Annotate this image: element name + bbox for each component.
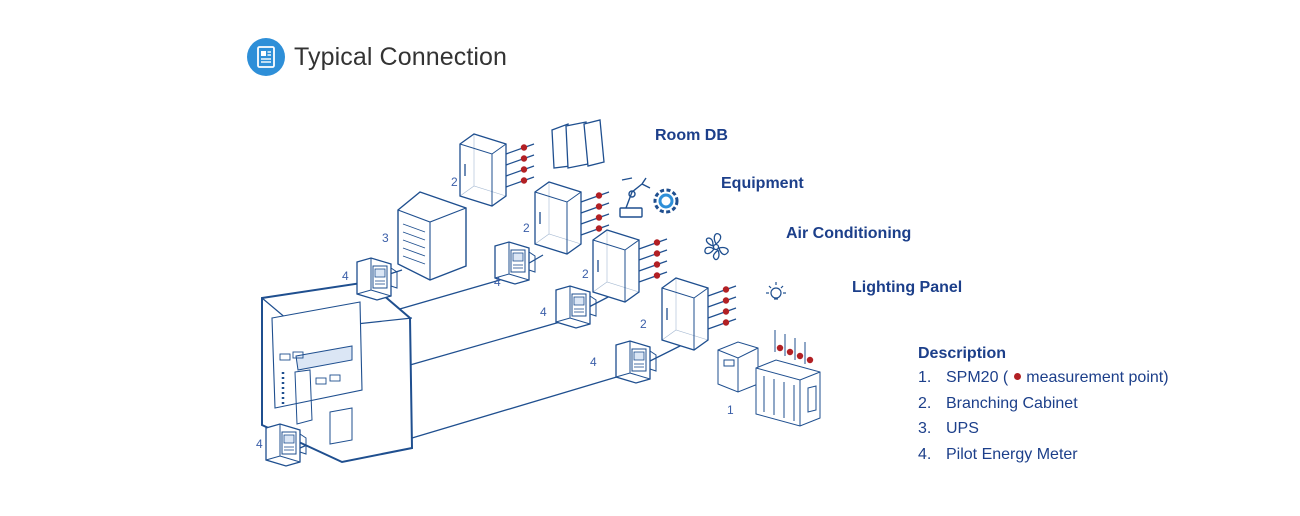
pilot-energy-meter-1 bbox=[356, 257, 398, 301]
description-legend: Description 1. SPM20 ( measurement point)… bbox=[918, 345, 1169, 471]
callout-4-e: 4 bbox=[256, 437, 263, 451]
description-item-text: SPM20 ( measurement point) bbox=[946, 369, 1169, 395]
branching-cabinet-4 bbox=[661, 277, 709, 351]
description-item-text: Branching Cabinet bbox=[946, 394, 1078, 412]
label-equipment: Equipment bbox=[721, 175, 804, 192]
description-item: 1. SPM20 ( measurement point) bbox=[918, 369, 1169, 395]
description-item-prefix: SPM20 ( bbox=[946, 369, 1009, 386]
description-item-number: 2. bbox=[918, 394, 932, 412]
label-air-conditioning: Air Conditioning bbox=[786, 225, 912, 242]
room-db-icon bbox=[551, 119, 605, 169]
callout-2-b: 2 bbox=[523, 221, 530, 235]
description-item-suffix: measurement point) bbox=[1026, 369, 1169, 386]
callout-4-c: 4 bbox=[540, 305, 547, 319]
description-item: 2. Branching Cabinet bbox=[918, 395, 1169, 421]
description-item-text: UPS bbox=[946, 420, 979, 437]
description-item-text: Pilot Energy Meter bbox=[946, 445, 1078, 463]
page-title: Typical Connection bbox=[294, 42, 508, 71]
callout-4-b: 4 bbox=[494, 275, 501, 289]
branching-cabinet-2 bbox=[534, 181, 582, 255]
ups-unit bbox=[397, 191, 467, 281]
description-item-number: 3. bbox=[918, 420, 932, 437]
label-room-db: Room DB bbox=[655, 127, 728, 144]
measurement-points-equipment bbox=[580, 191, 610, 236]
document-icon bbox=[247, 38, 285, 76]
callout-2-d: 2 bbox=[640, 317, 647, 331]
measurement-points-room-db bbox=[505, 143, 535, 188]
lightbulb-icon bbox=[766, 282, 786, 300]
description-item: 4. Pilot Energy Meter bbox=[918, 446, 1169, 472]
pilot-energy-meter-4 bbox=[615, 340, 657, 384]
section-header: Typical Connection bbox=[247, 38, 507, 76]
pilot-energy-meter-5 bbox=[265, 423, 307, 467]
branching-cabinet-3 bbox=[592, 229, 640, 303]
description-item-number: 4. bbox=[918, 445, 932, 463]
callout-4-a: 4 bbox=[342, 269, 349, 283]
measurement-points-air-conditioning bbox=[638, 238, 668, 283]
pilot-energy-meter-3 bbox=[555, 285, 597, 329]
spm20-module bbox=[717, 330, 821, 427]
callout-2-a: 2 bbox=[451, 175, 458, 189]
measurement-points-lighting bbox=[707, 285, 737, 330]
branching-cabinet-1 bbox=[459, 133, 507, 207]
robot-arm-icon bbox=[619, 177, 651, 218]
description-title: Description bbox=[918, 345, 1007, 362]
gear-icon bbox=[653, 188, 679, 214]
label-lighting-panel: Lighting Panel bbox=[852, 279, 963, 296]
main-distribution-panel bbox=[261, 280, 414, 464]
description-item: 3. UPS bbox=[918, 420, 1169, 446]
fan-icon bbox=[704, 232, 729, 261]
callout-3: 3 bbox=[382, 231, 389, 245]
callout-4-d: 4 bbox=[590, 355, 597, 369]
pilot-energy-meter-2 bbox=[494, 241, 536, 285]
callout-1: 1 bbox=[727, 403, 734, 417]
description-item-number: 1. bbox=[918, 369, 932, 386]
callout-2-c: 2 bbox=[582, 267, 589, 281]
measurement-point-dot bbox=[1014, 373, 1022, 381]
